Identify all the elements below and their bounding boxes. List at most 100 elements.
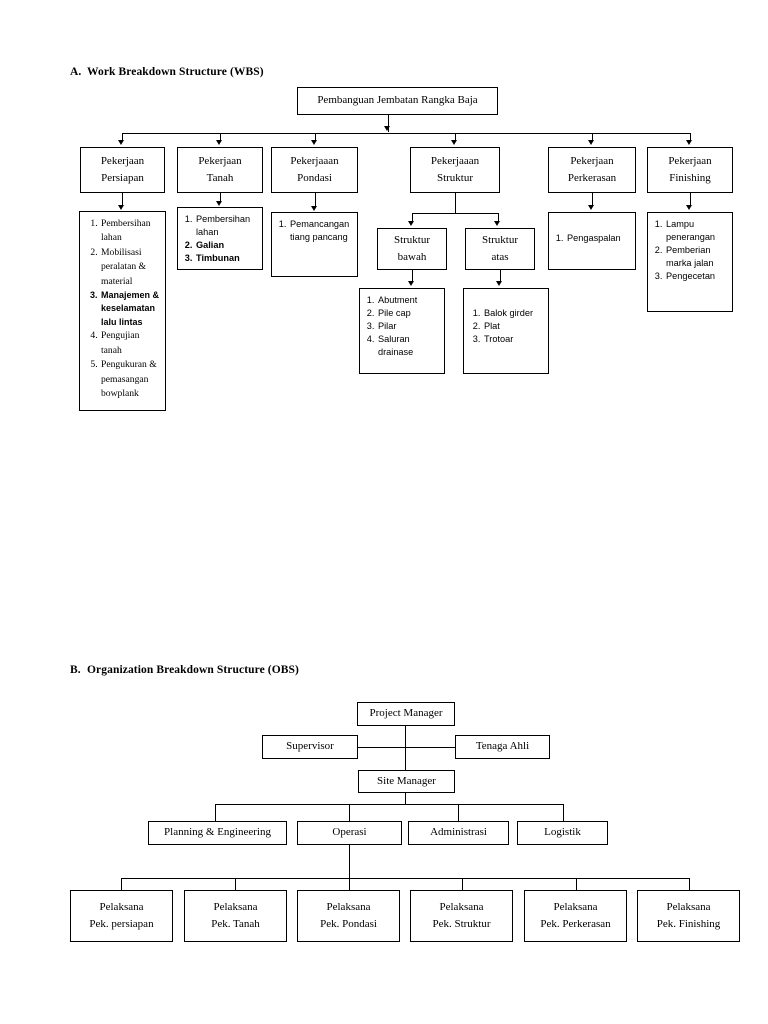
wbs-box-pekerjaan-perkerasan: Pekerjaan Perkerasan <box>548 147 636 193</box>
wbs-connector-struktur-stem <box>455 193 456 213</box>
list-item: Pile cap <box>377 307 440 320</box>
obs-pelaksana-6-line2: Pek. Finishing <box>656 918 721 930</box>
obs-box-operasi: Operasi <box>297 821 402 845</box>
obs-dept-label-1: Planning & Engineering <box>164 826 271 839</box>
obs-pelaksana-4-line2: Pek. Struktur <box>432 918 491 930</box>
list-item: Lampu penerangan <box>665 218 728 244</box>
wbs-connector-finishing <box>690 193 691 206</box>
list-item: Pengukuran & pemasangan bowplank <box>100 358 161 401</box>
obs-pelaksana-drop-6 <box>689 878 690 890</box>
obs-pelaksana-drop-5 <box>576 878 577 890</box>
obs-tenaga-ahli-label: Tenaga Ahli <box>475 740 530 753</box>
wbs-connector-tanah <box>220 193 221 202</box>
list-item: Pembersihan lahan <box>100 217 161 246</box>
wbs-root-arrow-icon <box>384 126 391 131</box>
wbs-connector-struktur-atas-list <box>500 270 501 282</box>
wbs-root-stem <box>388 115 389 132</box>
wbs-arrow-persiapan-icon <box>118 205 125 210</box>
obs-pelaksana-drop-3 <box>349 878 350 890</box>
wbs-box-persiapan-line2: Persiapan <box>101 172 144 184</box>
list-item: Manajemen & keselamatan lalu lintas <box>100 289 161 330</box>
obs-box-pelaksana-struktur: Pelaksana Pek. Struktur <box>410 890 513 942</box>
wbs-box-perkerasan-line1: Pekerjaan <box>570 154 614 167</box>
wbs-box-struktur-bawah-line2: bawah <box>397 251 427 263</box>
obs-box-pelaksana-pondasi: Pelaksana Pek. Pondasi <box>297 890 400 942</box>
obs-dept-drop-2 <box>349 804 350 821</box>
wbs-list-pondasi: Pemancangan tiang pancang <box>271 212 358 277</box>
wbs-box-finishing-line2: Finishing <box>669 172 711 184</box>
section-b-title: Organization Breakdown Structure (OBS) <box>87 664 299 676</box>
wbs-connector-persiapan <box>122 193 123 206</box>
wbs-list-finishing: Lampu penerangan Pemberian marka jalan P… <box>647 212 733 312</box>
list-item: Balok girder <box>483 307 544 320</box>
obs-pelaksana-6-line1: Pelaksana <box>666 900 711 913</box>
wbs-connector-pondasi <box>315 193 316 207</box>
obs-box-planning-engineering: Planning & Engineering <box>148 821 287 845</box>
wbs-drop-6 <box>690 133 691 141</box>
wbs-root-label: Pembanguan Jembatan Rangka Baja <box>317 94 478 107</box>
wbs-connector-struktur-bawah-list <box>412 270 413 282</box>
obs-project-manager-label: Project Manager <box>369 707 443 720</box>
wbs-connector-perkerasan <box>592 193 593 206</box>
wbs-arrow-1-icon <box>118 140 125 145</box>
list-item: Saluran drainase <box>377 333 440 359</box>
wbs-arrow-struktur-bawah-list-icon <box>408 281 415 286</box>
list-item: Plat <box>483 320 544 333</box>
wbs-arrow-struktur-atas-list-icon <box>496 281 503 286</box>
wbs-drop-3 <box>315 133 316 141</box>
wbs-drop-4 <box>455 133 456 141</box>
wbs-arrow-struktur-bawah-icon <box>408 221 415 226</box>
obs-pelaksana-drop-1 <box>121 878 122 890</box>
list-item: Pengaspalan <box>566 232 631 245</box>
obs-pelaksana-5-line1: Pelaksana <box>553 900 598 913</box>
obs-pelaksana-4-line1: Pelaksana <box>439 900 484 913</box>
obs-spine-site-to-depts <box>405 793 406 804</box>
wbs-box-perkerasan-line2: Perkerasan <box>567 172 617 184</box>
obs-dept-label-3: Administrasi <box>430 826 487 839</box>
obs-pelaksana-5-line2: Pek. Perkerasan <box>540 918 611 930</box>
wbs-drop-5 <box>592 133 593 141</box>
wbs-box-pekerjaan-struktur: Pekerjaaan Struktur <box>410 147 500 193</box>
obs-box-pelaksana-perkerasan: Pelaksana Pek. Perkerasan <box>524 890 627 942</box>
wbs-box-pekerjaan-tanah: Pekerjaan Tanah <box>177 147 263 193</box>
obs-box-project-manager: Project Manager <box>357 702 455 726</box>
wbs-arrow-perkerasan-icon <box>588 205 595 210</box>
obs-box-supervisor: Supervisor <box>262 735 358 759</box>
obs-dept-bus <box>215 804 564 805</box>
obs-supervisor-label: Supervisor <box>286 740 334 753</box>
obs-box-administrasi: Administrasi <box>408 821 509 845</box>
obs-link-supervisor <box>358 747 406 748</box>
wbs-drop-struktur-atas <box>498 213 499 222</box>
wbs-box-pondasi-line1: Pekerjaaan <box>290 154 339 167</box>
wbs-list-struktur-atas: Balok girder Plat Trotoar <box>463 288 549 374</box>
wbs-arrow-5-icon <box>588 140 595 145</box>
obs-dept-drop-4 <box>563 804 564 821</box>
section-b-heading: B.Organization Breakdown Structure (OBS) <box>70 664 299 676</box>
obs-pelaksana-drop-2 <box>235 878 236 890</box>
section-a-title: Work Breakdown Structure (WBS) <box>87 66 264 78</box>
wbs-box-tanah-line2: Tanah <box>206 172 234 184</box>
obs-box-pelaksana-persiapan: Pelaksana Pek. persiapan <box>70 890 173 942</box>
obs-pelaksana-drop-4 <box>462 878 463 890</box>
wbs-box-tanah-line1: Pekerjaan <box>198 154 242 167</box>
wbs-box-struktur-atas-line1: Struktur <box>481 233 519 246</box>
wbs-box-struktur-atas-line2: atas <box>491 251 509 263</box>
obs-pelaksana-3-line2: Pek. Pondasi <box>320 918 377 930</box>
obs-box-pelaksana-tanah: Pelaksana Pek. Tanah <box>184 890 287 942</box>
wbs-struktur-bus <box>412 213 498 214</box>
wbs-arrow-tanah-icon <box>216 201 223 206</box>
obs-pelaksana-1-line1: Pelaksana <box>99 900 144 913</box>
wbs-box-finishing-line1: Pekerjaan <box>668 154 712 167</box>
wbs-arrow-pondasi-icon <box>311 206 318 211</box>
obs-pelaksana-2-line1: Pelaksana <box>213 900 258 913</box>
wbs-arrow-finishing-icon <box>686 205 693 210</box>
list-item: Pemberian marka jalan <box>665 244 728 270</box>
wbs-box-persiapan-line1: Pekerjaan <box>100 154 145 167</box>
wbs-list-persiapan: Pembersihan lahan Mobilisasi peralatan &… <box>79 211 166 411</box>
obs-box-tenaga-ahli: Tenaga Ahli <box>455 735 550 759</box>
list-item: Mobilisasi peralatan & material <box>100 246 161 289</box>
wbs-drop-1 <box>122 133 123 141</box>
list-item: Galian <box>195 239 258 252</box>
section-a-heading: A.Work Breakdown Structure (WBS) <box>70 66 264 78</box>
